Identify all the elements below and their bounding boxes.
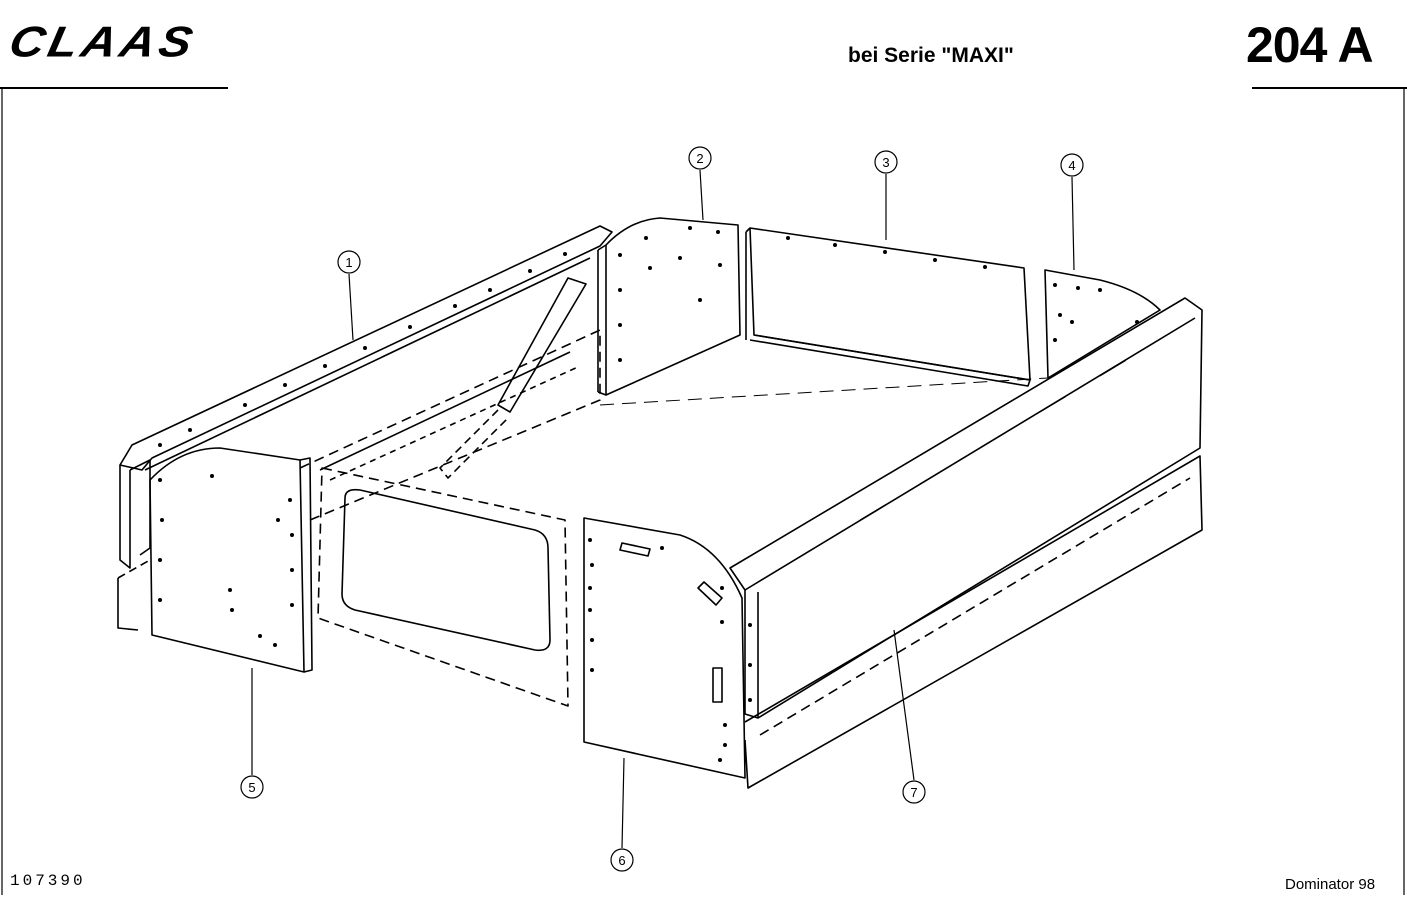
callout-numbers: 1 2 3 4 5 6 7 [248, 151, 1075, 868]
part-6-door-plate [583, 517, 746, 779]
part-1-side-rail [117, 225, 613, 631]
callout-circle-6 [610, 848, 634, 872]
callout-label-1: 1 [345, 255, 352, 270]
callout-circle-5 [240, 775, 264, 799]
callout-circle-1 [337, 250, 361, 274]
window-frame [317, 467, 569, 707]
mounting-holes [158, 226, 1139, 762]
header-rules [0, 87, 1407, 895]
callout-circle-7 [902, 780, 926, 804]
model-label: Dominator 98 [1285, 876, 1376, 893]
callout-circle-4 [1060, 153, 1084, 177]
drawing-number: 107390 [10, 872, 86, 890]
callout-label-4: 4 [1068, 158, 1075, 173]
page-code: 204 A [1246, 17, 1374, 73]
part-3-rear-plate [745, 227, 1031, 387]
callout-circle-2 [688, 146, 712, 170]
callout-label-3: 3 [882, 155, 889, 170]
callout-label-5: 5 [248, 780, 255, 795]
callout-circles [240, 146, 1084, 872]
callout-leaders [251, 169, 1075, 849]
part-5-front-left-plate [149, 447, 313, 673]
series-note: bei Serie "MAXI" [848, 44, 1014, 67]
part-4-rear-right-plate [1044, 269, 1161, 379]
callout-circle-3 [874, 150, 898, 174]
callout-label-2: 2 [696, 151, 703, 166]
part-7-side-panel [599, 297, 1203, 789]
callout-label-6: 6 [618, 853, 625, 868]
part-2-rear-left-plate [597, 217, 741, 396]
callout-label-7: 7 [910, 785, 917, 800]
